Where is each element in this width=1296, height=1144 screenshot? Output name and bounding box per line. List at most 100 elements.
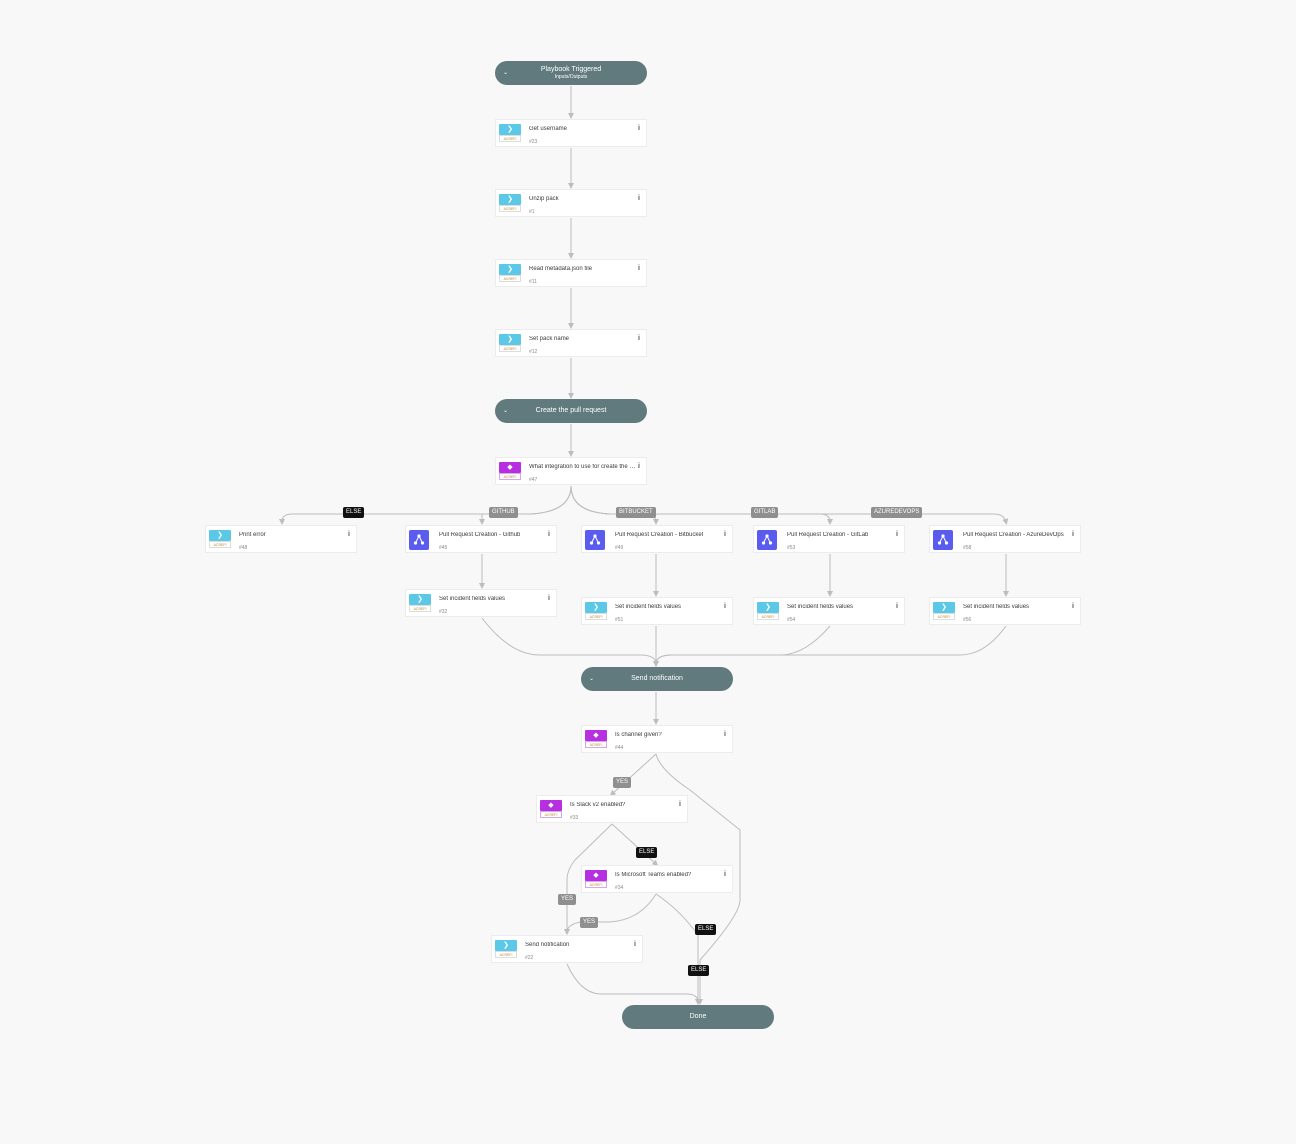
section-send-notification[interactable]: ⌄ Send notification (581, 667, 733, 691)
task-is-teams-enabled[interactable]: ◆ACREFI Is Microsoft Teams enabled? #34 … (581, 865, 733, 893)
task-name: Is channel given? (615, 732, 662, 738)
task-name: Is Microsoft Teams enabled? (615, 872, 692, 878)
sub-playbook-icon (757, 530, 777, 550)
info-icon[interactable]: i (638, 463, 640, 470)
section-title: Done (689, 1013, 707, 1020)
info-icon[interactable]: i (634, 941, 636, 948)
edge-label-yes[interactable]: YES (580, 917, 599, 928)
info-icon[interactable]: i (1072, 603, 1074, 610)
chevron-down-icon[interactable]: ⌄ (503, 408, 509, 414)
command-icon: ❯ACREFI (585, 602, 607, 622)
task-id: #1 (529, 209, 535, 215)
task-name: Pull Request Creation - GitLab (787, 532, 869, 538)
edge-label-gitlab[interactable]: GITLAB (751, 507, 779, 518)
edge-label-yes[interactable]: YES (558, 894, 577, 905)
task-name: Pull Request Creation - Bitbucket (615, 532, 704, 538)
task-is-slack-enabled[interactable]: ◆ACREFI Is Slack v2 enabled? #33 i (536, 795, 688, 823)
task-name: Set incident fields values (963, 604, 1030, 610)
task-set-fields-54[interactable]: ❯ACREFI Set incident fields values #54 i (753, 597, 905, 625)
task-set-pack-name[interactable]: ❯ACREFI Set pack name #12 i (495, 329, 647, 357)
section-done[interactable]: Done (622, 1005, 774, 1029)
edge (653, 625, 831, 667)
task-pr-gitlab[interactable]: Pull Request Creation - GitLab #53 i (753, 525, 905, 553)
task-id: #53 (787, 545, 796, 551)
info-icon[interactable]: i (724, 871, 726, 878)
task-id: #22 (525, 955, 534, 961)
task-name: Print error (239, 532, 266, 538)
task-pr-azuredevops[interactable]: Pull Request Creation - AzureDevOps #58 … (929, 525, 1081, 553)
edge-label-else[interactable]: ELSE (636, 847, 658, 858)
edge (566, 963, 701, 1005)
condition-icon: ◆ACREFI (499, 462, 521, 482)
info-icon[interactable]: i (896, 603, 898, 610)
section-title: Playbook Triggered (540, 66, 602, 73)
info-icon[interactable]: i (548, 531, 550, 538)
section-playbook-triggered[interactable]: ⌄ Playbook Triggered Inputs/Outputs (495, 61, 647, 85)
info-icon[interactable]: i (896, 531, 898, 538)
task-id: #33 (570, 815, 579, 821)
task-send-notification[interactable]: ❯ACREFI Send notification #22 i (491, 935, 643, 963)
info-icon[interactable]: i (638, 335, 640, 342)
task-set-fields-32[interactable]: ❯ACREFI Set incident fields values #32 i (405, 589, 557, 617)
edge-label-else[interactable]: ELSE (688, 965, 710, 976)
edge (611, 823, 659, 867)
task-id: #48 (239, 545, 248, 551)
section-subtitle[interactable]: Inputs/Outputs (554, 74, 588, 80)
task-name: Pull Request Creation - AzureDevOps (963, 532, 1064, 538)
task-pr-bitbucket[interactable]: Pull Request Creation - Bitbucket #49 i (581, 525, 733, 553)
task-is-channel-given[interactable]: ◆ACREFI Is channel given? #44 i (581, 725, 733, 753)
info-icon[interactable]: i (348, 531, 350, 538)
task-name: Pull Request Creation - Github (439, 532, 521, 538)
command-icon: ❯ACREFI (499, 124, 521, 144)
info-icon[interactable]: i (1072, 531, 1074, 538)
edge-label-azuredevops[interactable]: AZUREDEVOPS (871, 507, 923, 518)
task-set-fields-51[interactable]: ❯ACREFI Set incident fields values #51 i (581, 597, 733, 625)
task-name: What integration to use for create the p… (529, 464, 637, 470)
section-create-pull-request[interactable]: ⌄ Create the pull request (495, 399, 647, 423)
task-id: #32 (439, 609, 448, 615)
info-icon[interactable]: i (638, 195, 640, 202)
chevron-down-icon[interactable]: ⌄ (503, 70, 509, 76)
edge-label-yes[interactable]: YES (613, 777, 632, 788)
command-icon: ❯ACREFI (409, 594, 431, 614)
edge-label-github[interactable]: GITHUB (489, 507, 518, 518)
task-unzip-pack[interactable]: ❯ACREFI Unzip pack #1 i (495, 189, 647, 217)
task-id: #34 (615, 885, 624, 891)
info-icon[interactable]: i (724, 731, 726, 738)
sub-playbook-icon (585, 530, 605, 550)
task-name: Set incident fields values (439, 596, 506, 602)
task-name: Set incident fields values (615, 604, 682, 610)
edge-label-bitbucket[interactable]: BITBUCKET (616, 507, 656, 518)
condition-icon: ◆ACREFI (540, 800, 562, 820)
task-name: Set pack name (529, 336, 570, 342)
edge (609, 753, 657, 797)
command-icon: ❯ACREFI (757, 602, 779, 622)
sub-playbook-icon (409, 530, 429, 550)
task-id: #12 (529, 349, 538, 355)
edge (653, 625, 1007, 667)
task-id: #47 (529, 477, 538, 483)
edge (570, 485, 833, 525)
info-icon[interactable]: i (679, 801, 681, 808)
info-icon[interactable]: i (724, 603, 726, 610)
task-name: Send notification (525, 942, 570, 948)
sub-playbook-icon (933, 530, 953, 550)
info-icon[interactable]: i (638, 265, 640, 272)
task-which-integration[interactable]: ◆ACREFI What integration to use for crea… (495, 457, 647, 485)
condition-icon: ◆ACREFI (585, 730, 607, 750)
section-title: Send notification (631, 675, 683, 682)
edge-label-else[interactable]: ELSE (343, 507, 365, 518)
chevron-down-icon[interactable]: ⌄ (589, 676, 595, 682)
info-icon[interactable]: i (548, 595, 550, 602)
task-print-error[interactable]: ❯ACREFI Print error #48 i (205, 525, 357, 553)
task-read-metadata[interactable]: ❯ACREFI Read metadata.json file #11 i (495, 259, 647, 287)
task-name: Get username (529, 126, 568, 132)
task-get-username[interactable]: ❯ACREFI Get username #23 i (495, 119, 647, 147)
info-icon[interactable]: i (724, 531, 726, 538)
task-set-fields-56[interactable]: ❯ACREFI Set incident fields values #56 i (929, 597, 1081, 625)
command-icon: ❯ACREFI (499, 194, 521, 214)
task-pr-github[interactable]: Pull Request Creation - Github #45 i (405, 525, 557, 553)
info-icon[interactable]: i (638, 125, 640, 132)
edge-label-else[interactable]: ELSE (695, 924, 717, 935)
